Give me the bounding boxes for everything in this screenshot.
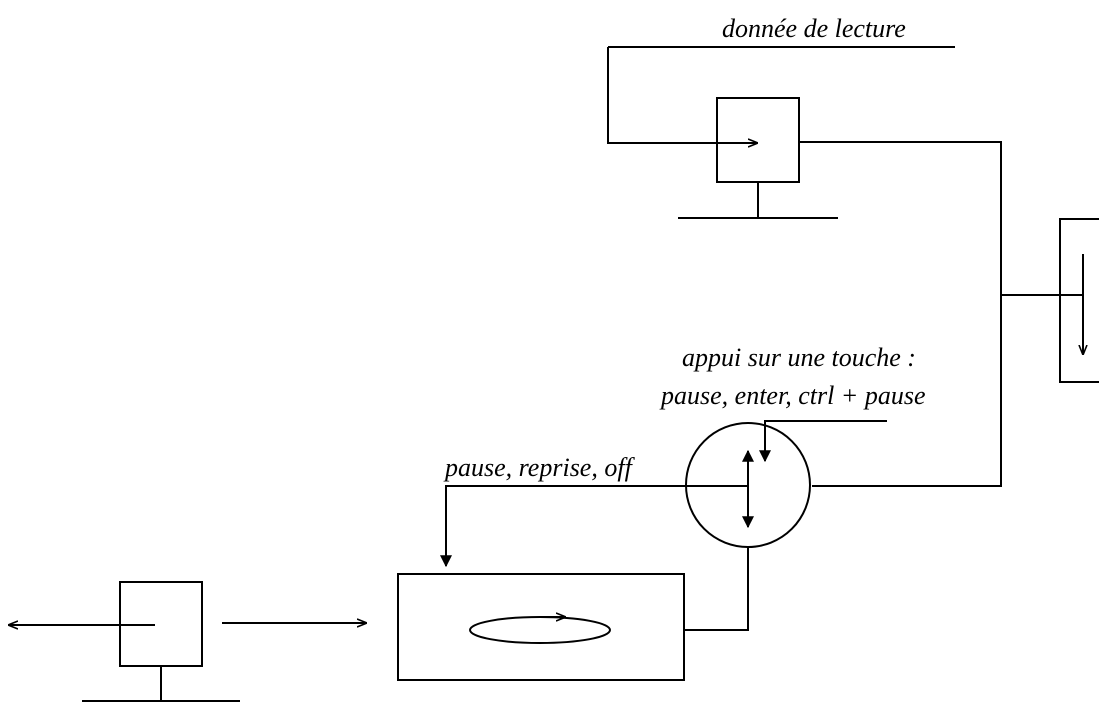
label-key-press-line1: appui sur une touche : bbox=[682, 343, 916, 372]
switch-to-process-wire bbox=[684, 547, 749, 631]
label-control-signals: pause, reprise, off bbox=[443, 453, 636, 482]
control-signals-arrow bbox=[440, 485, 748, 568]
key-press-arrow bbox=[759, 420, 887, 463]
read-data-arrow bbox=[607, 47, 757, 143]
process-box bbox=[397, 573, 685, 681]
label-read-data: donnée de lecture bbox=[722, 14, 906, 43]
feedback-wire bbox=[799, 141, 1002, 487]
right-box bbox=[1059, 218, 1099, 383]
label-key-press-line2: pause, enter, ctrl + pause bbox=[659, 381, 926, 410]
reader-box bbox=[716, 97, 800, 183]
loop-ellipse bbox=[469, 616, 611, 644]
